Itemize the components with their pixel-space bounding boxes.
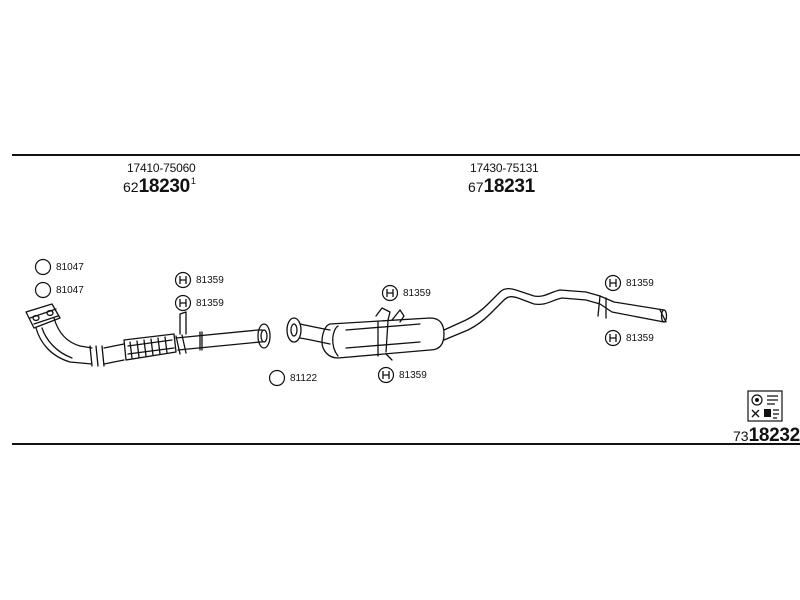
part-number: 18231 (483, 176, 536, 197)
callout-gasket-3[interactable]: 81122 (268, 369, 317, 387)
oem-number-rear-section: 17430-75131 (470, 161, 539, 175)
callout-code: 81359 (626, 277, 654, 289)
callout-code: 81047 (56, 261, 84, 273)
part-number-front-pipe: 62182301 (123, 176, 196, 197)
gasket-ring-icon (268, 369, 286, 387)
tailpipe (443, 288, 668, 341)
part-suffix: 1 (190, 176, 196, 186)
part-prefix: 67 (468, 179, 484, 195)
hanger-mount-icon (604, 329, 622, 347)
part-prefix: 62 (123, 179, 139, 195)
intermediate-pipe (175, 311, 261, 355)
callout-hanger-4[interactable]: 81359 (377, 366, 427, 384)
part-number: 18232 (748, 425, 800, 446)
callout-hanger-6[interactable]: 81359 (604, 329, 654, 347)
callout-code: 81359 (196, 297, 224, 309)
pipe-end-flange (257, 323, 271, 349)
bottom-divider (12, 443, 800, 445)
callout-hanger-3[interactable]: 81359 (381, 284, 431, 302)
callout-code: 81122 (290, 372, 318, 384)
muffler (321, 307, 445, 361)
mounting-kit-icon[interactable] (747, 390, 783, 422)
part-number-kit: 7318232 (733, 426, 800, 445)
oem-number-front-pipe: 17410-75060 (127, 161, 196, 175)
callout-hanger-1[interactable]: 81359 (174, 271, 224, 289)
top-divider (12, 154, 800, 156)
flex-pipe (123, 333, 177, 361)
hanger-mount-icon (377, 366, 395, 384)
part-prefix: 73 (733, 428, 749, 444)
callout-code: 81359 (403, 287, 431, 299)
manifold-flange (25, 303, 61, 329)
gasket-ring-icon (34, 281, 52, 299)
hanger-mount-icon (381, 284, 399, 302)
callout-gasket-2[interactable]: 81047 (34, 281, 84, 299)
hanger-mount-icon (174, 294, 192, 312)
front-downpipe (35, 317, 125, 367)
callout-gasket-1[interactable]: 81047 (34, 258, 84, 276)
callout-code: 81047 (56, 284, 84, 296)
hanger-mount-icon (174, 271, 192, 289)
part-number: 18230 (138, 176, 191, 197)
callout-hanger-5[interactable]: 81359 (604, 274, 654, 292)
hanger-mount-icon (604, 274, 622, 292)
gasket-ring-icon (34, 258, 52, 276)
rear-inlet-flange (286, 317, 331, 345)
callout-hanger-2[interactable]: 81359 (174, 294, 224, 312)
callout-code: 81359 (399, 369, 427, 381)
callout-code: 81359 (196, 274, 224, 286)
callout-code: 81359 (626, 332, 654, 344)
part-number-rear-section: 6718231 (468, 177, 535, 196)
